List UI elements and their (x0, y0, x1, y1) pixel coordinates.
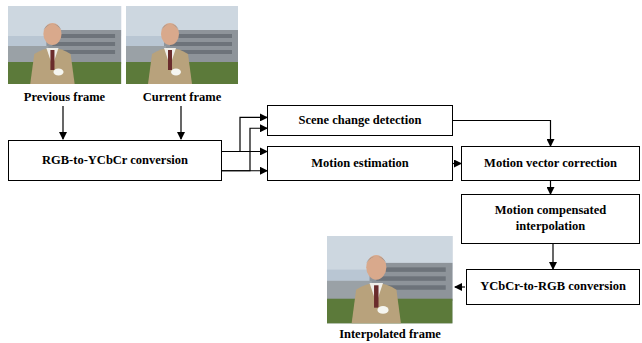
flow-arrow (453, 121, 551, 147)
flow-arrow (453, 163, 461, 164)
flow-arrow (550, 181, 551, 194)
box-text: Motion vector correction (484, 156, 617, 172)
box-text: Motion estimation (311, 156, 409, 172)
box-text: RGB-to-YCbCr conversion (42, 153, 188, 169)
process-box: Scene change detection (267, 105, 453, 136)
input-arrow (180, 106, 181, 139)
frame-caption: Previous frame (8, 90, 121, 104)
process-box: YCbCr-to-RGB conversion (466, 269, 640, 305)
process-box: Motion vector correction (461, 146, 640, 181)
flow-arrow (222, 128, 267, 171)
box-text: Scene change detection (299, 113, 422, 129)
flow-arrow (552, 244, 553, 269)
frame-caption: Interpolated frame (315, 327, 465, 341)
process-box: RGB-to-YCbCr conversion (8, 140, 222, 181)
flow-arrow (222, 151, 267, 152)
process-box: Motion estimation (267, 146, 453, 181)
output-arrow (455, 286, 465, 287)
box-text: YCbCr-to-RGB conversion (480, 279, 626, 295)
box-text: Motion compensated interpolation (468, 203, 633, 234)
flow-arrow (222, 117, 267, 151)
frame-caption: Current frame (126, 90, 238, 104)
flow-arrow (222, 170, 267, 171)
input-arrow (62, 106, 63, 139)
process-box: Motion compensated interpolation (461, 194, 640, 244)
